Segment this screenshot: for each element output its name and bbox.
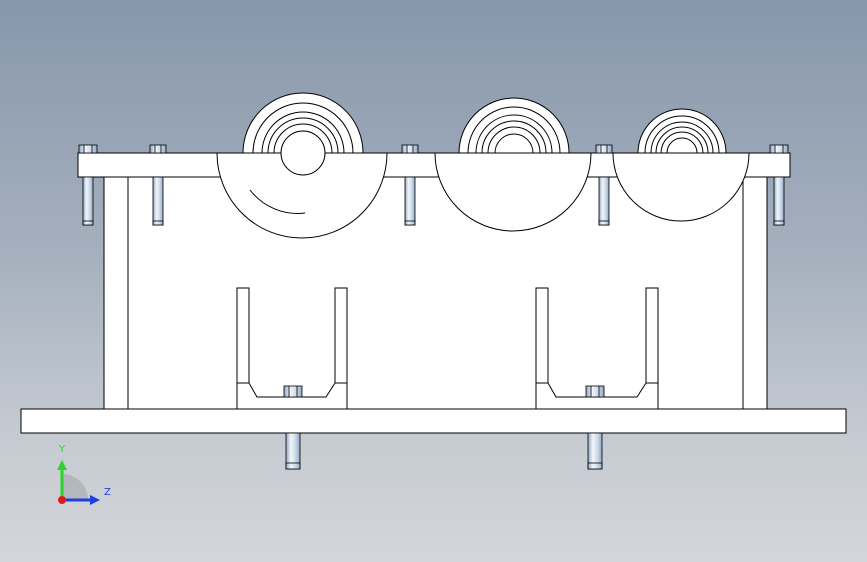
triad-arc	[62, 474, 88, 500]
bore-cutout-1	[216, 152, 388, 239]
triad-y-label: Y	[59, 444, 66, 455]
channel-nut-2[interactable]	[585, 385, 605, 398]
bearing-2	[458, 97, 570, 154]
triad-z-label: Z	[104, 487, 111, 498]
x-axis-dot	[58, 496, 66, 504]
bore-cutout-3	[612, 152, 750, 222]
base-stud-2[interactable]	[587, 432, 603, 470]
bolt-2[interactable]	[149, 144, 167, 226]
bolt-5[interactable]	[769, 144, 789, 226]
bearing-3	[637, 108, 727, 154]
channel-nut-1[interactable]	[283, 385, 303, 398]
base-plate	[20, 408, 847, 434]
bolt-1[interactable]	[78, 144, 98, 226]
base-stud-1[interactable]	[285, 432, 301, 470]
bore-cutout-2	[434, 152, 592, 232]
fasteners	[78, 144, 789, 470]
bolt-4[interactable]	[595, 144, 613, 226]
bearing-1	[242, 92, 364, 176]
coordinate-triad	[57, 460, 100, 505]
spiral-edge	[249, 189, 306, 214]
bolt-3[interactable]	[401, 144, 419, 226]
